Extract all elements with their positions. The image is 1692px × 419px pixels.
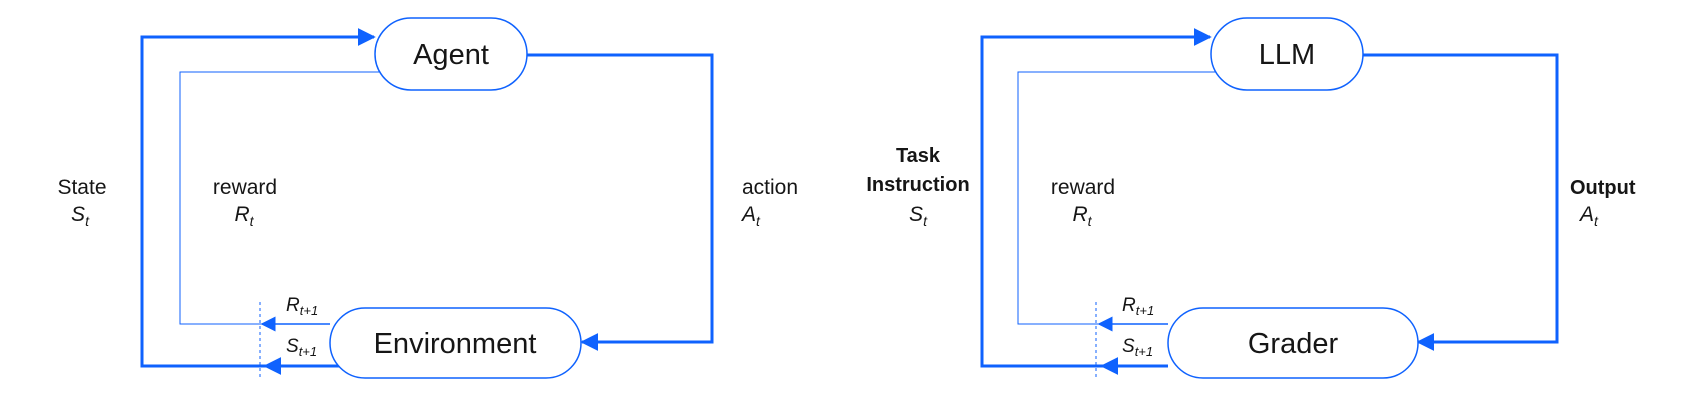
right-state-arrow: [980, 28, 1212, 368]
left-state-symbol: St: [71, 203, 90, 229]
environment-node: [329, 307, 582, 379]
left-reward-symbol: Rt: [234, 203, 254, 229]
right-action-symbol: At: [1578, 203, 1599, 229]
left-reward-line: [179, 71, 400, 325]
right-action-label: Output: [1570, 177, 1636, 199]
agent-node: [374, 17, 528, 91]
left-reward-label: reward: [213, 176, 277, 199]
grader-node: [1167, 307, 1419, 379]
left-state-label: State: [57, 176, 106, 199]
agent-label: Agent: [413, 39, 489, 71]
left-diagram: Agent Environment State St reward Rt act…: [57, 17, 798, 379]
right-reward-symbol: Rt: [1072, 203, 1092, 229]
environment-label: Environment: [374, 328, 537, 360]
right-reward-line: [1017, 71, 1238, 325]
llm-label: LLM: [1259, 39, 1315, 71]
right-reward-label: reward: [1051, 176, 1115, 199]
right-diagram: LLM Grader Task Instruction St reward Rt…: [866, 17, 1636, 379]
left-next-state-symbol: St+1: [286, 336, 317, 359]
right-state-label-line1: Task: [896, 145, 941, 167]
right-next-state-symbol: St+1: [1122, 336, 1153, 359]
left-action-arrow: [527, 53, 714, 351]
right-next-reward-symbol: Rt+1: [1122, 295, 1154, 318]
left-action-symbol: At: [740, 203, 761, 229]
right-state-label-line2: Instruction: [866, 174, 969, 196]
grader-label: Grader: [1248, 328, 1339, 360]
left-next-reward-symbol: Rt+1: [286, 295, 318, 318]
left-action-label: action: [742, 176, 798, 199]
left-state-arrow: [140, 28, 376, 368]
right-state-symbol: St: [909, 203, 928, 229]
right-action-arrow: [1363, 53, 1559, 351]
llm-node: [1210, 17, 1364, 91]
